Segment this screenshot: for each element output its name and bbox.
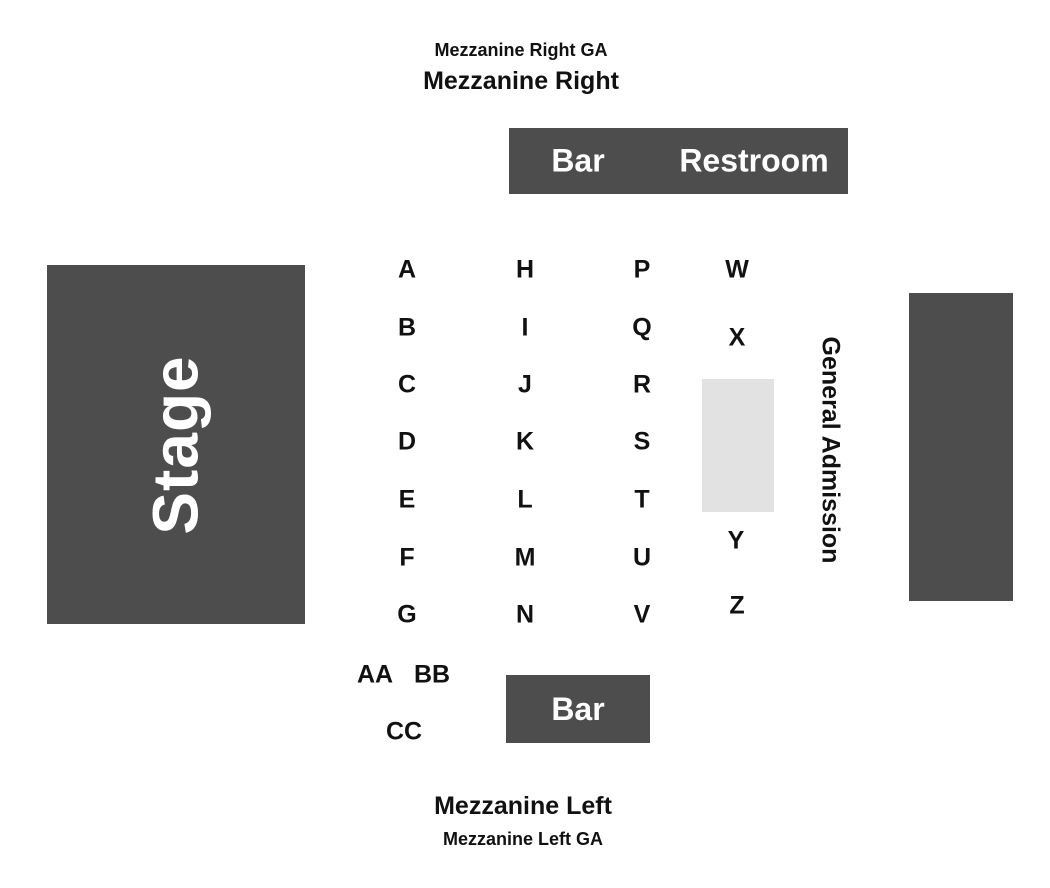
row-J[interactable]: J: [518, 370, 532, 399]
mezzanine-left-ga-label[interactable]: Mezzanine Left GA: [442, 829, 604, 849]
row-Q[interactable]: Q: [632, 313, 652, 342]
reserved-zone: [702, 379, 774, 512]
row-H[interactable]: H: [515, 255, 535, 284]
row-L[interactable]: L: [517, 485, 533, 514]
row-M[interactable]: M: [514, 543, 536, 572]
row-A[interactable]: A: [397, 255, 417, 284]
row-P[interactable]: P: [633, 255, 651, 284]
bar-bottom-block[interactable]: Bar: [506, 675, 650, 743]
row-C[interactable]: C: [397, 370, 417, 399]
row-AA[interactable]: AA: [356, 660, 394, 689]
row-Y[interactable]: Y: [727, 526, 745, 555]
stage-label: Stage: [140, 354, 212, 535]
mezzanine-left-label[interactable]: Mezzanine Left: [434, 792, 612, 820]
bar-top-label[interactable]: Bar: [551, 142, 605, 179]
row-G[interactable]: G: [397, 600, 417, 629]
general-admission-label[interactable]: General Admission: [816, 336, 845, 564]
row-K[interactable]: K: [515, 427, 535, 456]
row-I[interactable]: I: [521, 313, 529, 342]
row-N[interactable]: N: [515, 600, 535, 629]
row-V[interactable]: V: [633, 600, 651, 629]
restroom-label[interactable]: Restroom: [679, 142, 829, 179]
row-T[interactable]: T: [634, 485, 650, 514]
row-CC[interactable]: CC: [385, 717, 423, 746]
row-B[interactable]: B: [397, 313, 417, 342]
row-D[interactable]: D: [397, 427, 417, 456]
row-E[interactable]: E: [398, 485, 416, 514]
stage-block[interactable]: Stage: [47, 265, 305, 624]
row-W[interactable]: W: [725, 255, 749, 284]
row-Z[interactable]: Z: [729, 591, 745, 620]
mezzanine-right-label[interactable]: Mezzanine Right: [423, 67, 619, 95]
bar-restroom-block: Bar Restroom: [509, 128, 848, 194]
row-R[interactable]: R: [632, 370, 652, 399]
right-side-block: [909, 293, 1013, 601]
row-X[interactable]: X: [728, 323, 746, 352]
bar-bottom-label: Bar: [551, 690, 605, 727]
row-BB[interactable]: BB: [413, 660, 451, 689]
mezzanine-right-ga-label[interactable]: Mezzanine Right GA: [434, 40, 608, 60]
row-U[interactable]: U: [632, 543, 652, 572]
row-F[interactable]: F: [399, 543, 415, 572]
row-S[interactable]: S: [633, 427, 651, 456]
